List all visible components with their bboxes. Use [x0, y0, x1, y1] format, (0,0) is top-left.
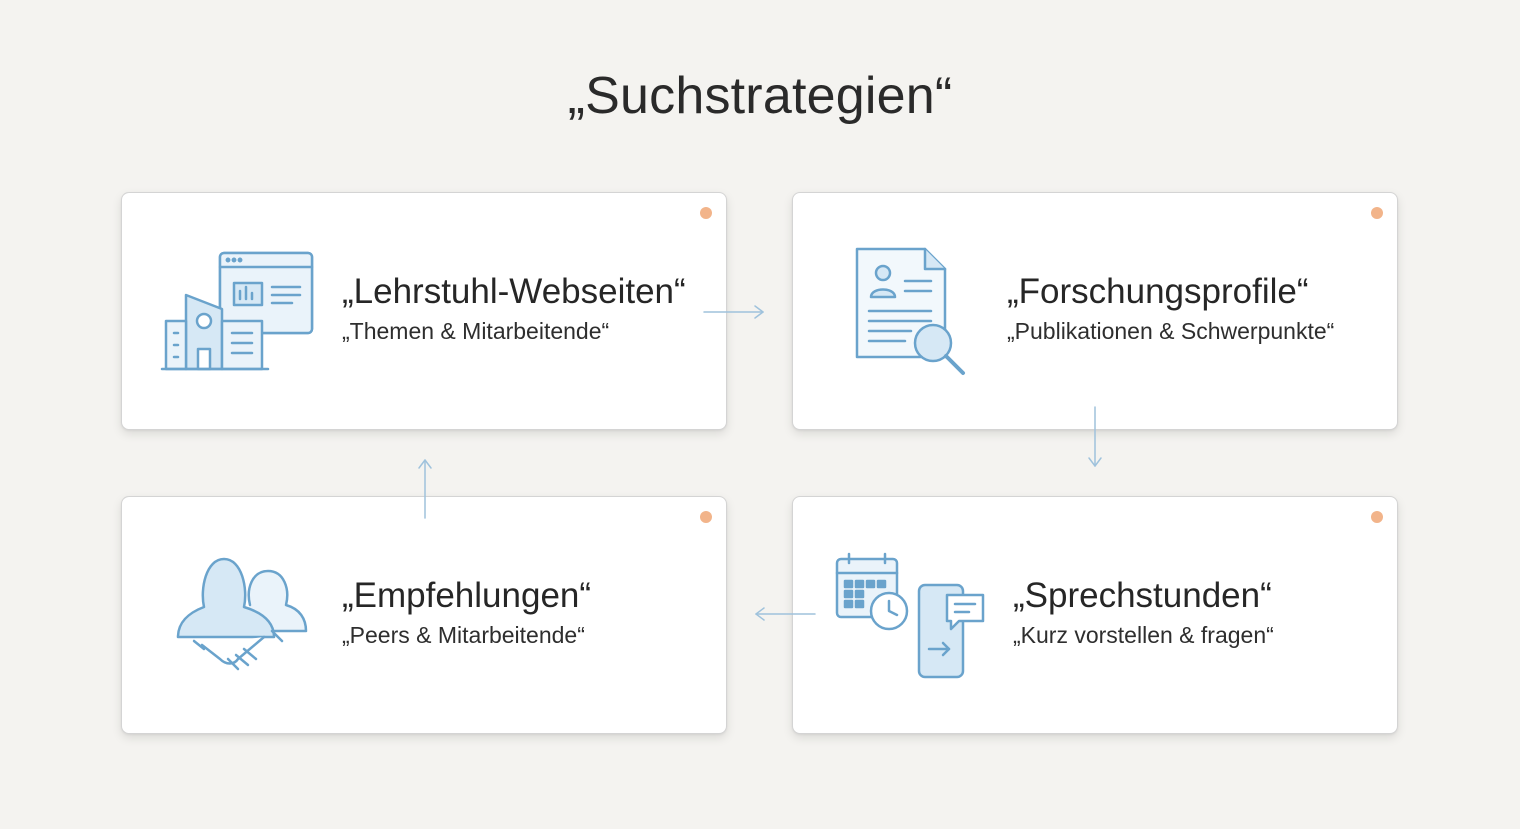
card-subheading: „Publikationen & Schwerpunkte“ [1007, 318, 1335, 344]
card-sprechstunden: „Sprechstunden“ „Kurz vorstellen & frage… [792, 496, 1398, 734]
card-heading: „Empfehlungen“ [342, 576, 592, 615]
card-empfehlungen: „Empfehlungen“ „Peers & Mitarbeitende“ [121, 496, 727, 734]
people-handshake-icon [176, 557, 308, 671]
card-heading: „Lehrstuhl-Webseiten“ [342, 272, 686, 311]
accent-dot [1371, 511, 1383, 523]
profile-document-search-icon [855, 247, 965, 375]
card-subheading: „Themen & Mitarbeitende“ [342, 318, 610, 344]
card-lehrstuhl-webseiten: „Lehrstuhl-Webseiten“ „Themen & Mitarbei… [121, 192, 727, 430]
arrow-down [1088, 406, 1102, 467]
accent-dot [1371, 207, 1383, 219]
card-heading: „Sprechstunden“ [1013, 576, 1272, 615]
arrow-left [755, 607, 816, 621]
accent-dot [700, 511, 712, 523]
card-forschungsprofile: „Forschungsprofile“ „Publikationen & Sch… [792, 192, 1398, 430]
card-heading: „Forschungsprofile“ [1007, 272, 1309, 311]
arrow-right [703, 305, 764, 319]
calendar-phone-chat-icon [835, 552, 985, 679]
arrow-up [418, 459, 432, 519]
diagram-title: „Suchstrategien“ [567, 67, 953, 125]
card-subheading: „Kurz vorstellen & fragen“ [1013, 622, 1274, 648]
accent-dot [700, 207, 712, 219]
card-subheading: „Peers & Mitarbeitende“ [342, 622, 585, 648]
building-webpage-icon [160, 251, 314, 371]
